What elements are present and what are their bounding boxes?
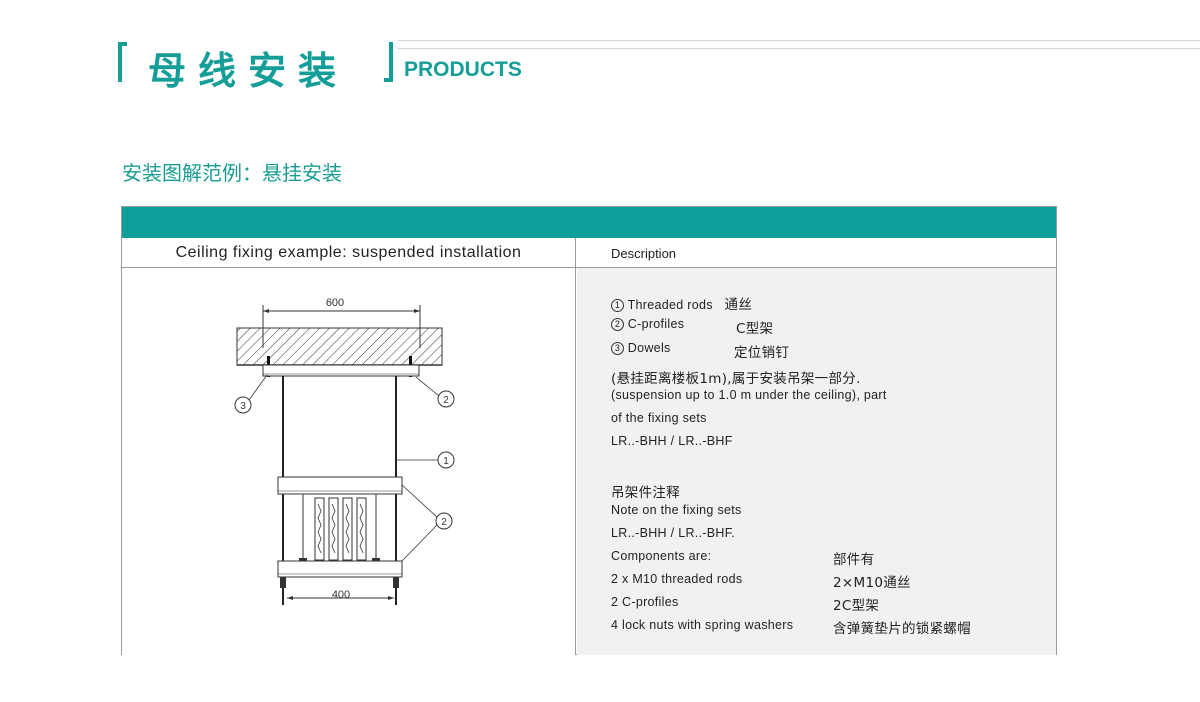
item-1-en: Threaded rods (627, 298, 713, 312)
component-row-1-cn: 2×M10通丝 (833, 575, 911, 591)
component-row-2-cn: 2C型架 (833, 598, 880, 614)
suspended-installation-diagram: 600 (234, 297, 455, 605)
item-3-en: Dowels (627, 341, 671, 355)
callout-2-lower-number: 2 (441, 517, 447, 528)
callout-1: 1 (396, 451, 455, 469)
callout-2-top: 2 (415, 376, 455, 408)
bottom-c-profile (277, 560, 403, 588)
callout-3-number: 3 (240, 401, 246, 412)
components-label-cn: 部件有 (833, 552, 875, 568)
busbar-conductors (314, 497, 367, 561)
fixing-notes-code: LR..-BHH / LR..-BHF. (611, 526, 736, 540)
callout-1-number: 1 (443, 456, 449, 467)
component-row-2-en: 2 C-profiles (611, 595, 679, 609)
suspension-note-cn: (悬挂距离楼板1m),属于安装吊架一部分. (611, 371, 861, 387)
item-2-en: C-profiles (627, 317, 685, 331)
panel-header-bar (122, 207, 1056, 238)
panel-heading-row: Ceiling fixing example: suspended instal… (122, 238, 1056, 268)
diagram-column: 600 (122, 268, 576, 655)
description-column: 1 Threaded rods 通丝 2 C-profiles C型架 3 Do… (577, 268, 1056, 655)
item-1-cn: 通丝 (724, 297, 753, 313)
fixing-notes-title-en: Note on the fixing sets (611, 503, 742, 517)
callout-3: 3 (234, 374, 268, 414)
dimension-400: 400 (287, 589, 394, 601)
item-1: 1 Threaded rods 通丝 (611, 293, 752, 313)
header-rule-bottom (398, 48, 1200, 49)
page-title-en: PRODUCTS (404, 58, 522, 81)
suspension-note-code: LR..-BHH / LR..-BHF (611, 434, 733, 448)
middle-c-profile (277, 476, 403, 495)
right-column-heading: Description (611, 246, 677, 261)
component-row-3-en: 4 lock nuts with spring washers (611, 618, 794, 632)
installation-panel: Ceiling fixing example: suspended instal… (121, 206, 1057, 655)
header-rule-top (398, 40, 1200, 41)
section-subtitle: 安装图解范例：悬挂安装 (122, 161, 342, 185)
right-bracket-decoration (384, 42, 393, 82)
component-row-3-cn: 含弹簧垫片的锁紧螺帽 (833, 621, 971, 637)
item-3-cn: 定位销钉 (734, 345, 790, 361)
item-1-number: 1 (611, 299, 624, 313)
dimension-bottom-label: 400 (332, 589, 350, 601)
left-bracket-decoration (118, 42, 127, 82)
suspension-note-en-1: (suspension up to 1.0 m under the ceilin… (611, 388, 887, 402)
fixing-notes-title-cn: 吊架件注释 (611, 485, 680, 501)
left-column-heading: Ceiling fixing example: suspended instal… (122, 238, 576, 267)
callout-2-lower: 2 (401, 484, 453, 562)
item-2: 2 C-profiles C型架 (611, 317, 773, 337)
item-3: 3 Dowels 定位销钉 (611, 341, 789, 361)
component-row-1-en: 2 x M10 threaded rods (611, 572, 743, 586)
dimension-top-label: 600 (326, 297, 344, 309)
item-2-cn: C型架 (736, 321, 774, 337)
suspension-note-en-2: of the fixing sets (611, 411, 707, 425)
dimension-600: 600 (262, 297, 421, 348)
item-2-number: 2 (611, 318, 624, 332)
item-3-number: 3 (611, 342, 624, 356)
top-c-profile (262, 364, 420, 377)
page-title-cn: 母线安装 (148, 49, 349, 93)
callout-2-top-number: 2 (443, 395, 449, 406)
components-label-en: Components are: (611, 549, 712, 563)
